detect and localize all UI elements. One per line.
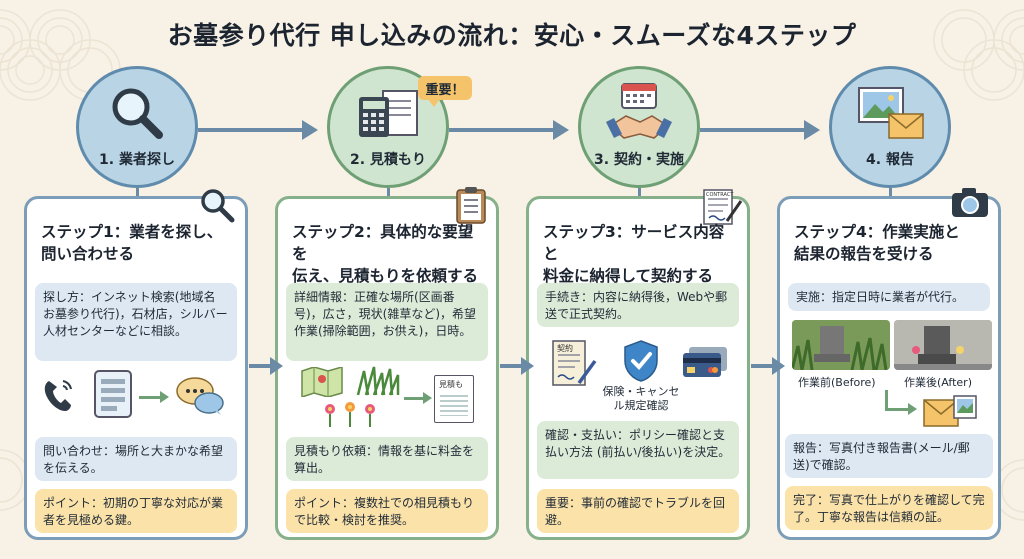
step3-card: CONTRACT ステップ3：サービス内容と 料金に納得して契約する 手続き：内…: [526, 189, 750, 540]
step2-heading: ステップ2：具体的な要望を 伝え、見積もりを依頼する: [292, 221, 484, 287]
contract-label: 契約: [557, 344, 573, 353]
step1-heading: ステップ1：業者を探し、 問い合わせる: [41, 221, 233, 265]
photo-mail-icon: [853, 81, 927, 145]
step4-heading: ステップ4：作業実施と 結果の報告を受ける: [794, 221, 986, 265]
handshake-icon: [604, 81, 674, 145]
step2-flow-arrow: [404, 392, 432, 404]
down-arrow: [885, 390, 888, 410]
step2-point-box: ポイント：複数社での相見積もりで比較・検討を推奨。: [286, 489, 488, 533]
card-arrow-2: [500, 357, 534, 375]
flow-line-2: [449, 128, 557, 132]
contract-signing-icon: 契約: [551, 339, 597, 391]
connector-3: [638, 188, 641, 200]
step1-heading-line2: 問い合わせる: [41, 245, 135, 263]
step4-circle: 4. 報告: [829, 66, 951, 188]
estimate-doc-lines: [440, 392, 468, 416]
step2-heading-line2: 伝え、見積もりを依頼する: [292, 267, 479, 285]
step1-flow-arrow: [139, 391, 169, 403]
step1-card: ステップ1：業者を探し、 問い合わせる 探し方：インネット検索(地域名 お墓参り…: [24, 189, 248, 540]
after-photo: [894, 320, 992, 370]
report-mail-icon: [922, 392, 978, 434]
flow-arrow-1: [302, 120, 318, 140]
step4-heading-line1: ステップ4：作業実施と: [794, 223, 960, 241]
map-icon: [300, 366, 344, 401]
step4-execution-box: 実施：指定日時に業者が代行。: [788, 283, 990, 311]
flowers-icon: [320, 399, 380, 433]
step3-circle-label: 3. 契約・実施: [594, 152, 684, 168]
insurance-caption: 保険・キャンセル規定確認: [602, 385, 680, 412]
step4-complete-box: 完了：写真で仕上がりを確認して完了。丁寧な報告は信頼の証。: [785, 486, 993, 530]
flow-arrow-3: [804, 120, 820, 140]
after-caption: 作業後(After): [904, 376, 972, 389]
grass-icon: [356, 365, 400, 401]
step1-point-box: ポイント：初期の丁寧な対応が業者を見極める鍵。: [35, 489, 237, 533]
step4-report-box: 報告：写真付き報告書(メール/郵送)で確認。: [785, 434, 993, 478]
step1-circle-label: 1. 業者探し: [99, 152, 175, 168]
step1-circle: 1. 業者探し: [76, 66, 198, 188]
step3-important-box: 重要：事前の確認でトラブルを回避。: [537, 489, 739, 533]
before-photo: [792, 320, 890, 370]
web-form-icon: [93, 369, 133, 423]
speech-bubbles-icon: [175, 375, 225, 421]
step1-inquiry-box: 問い合わせ：場所と大まかな希望を伝える。: [35, 437, 237, 481]
step3-procedure-box: 手続き：内容に納得後，Webや郵送で正式契約。: [537, 283, 739, 327]
shield-check-icon: [621, 339, 661, 387]
estimate-doc-icon: 見積も: [434, 375, 474, 423]
flow-line-3: [700, 128, 808, 132]
card-arrow-1: [249, 357, 283, 375]
before-caption: 作業前(Before): [798, 376, 876, 389]
phone-icon: [41, 377, 75, 419]
flow-arrow-2: [553, 120, 569, 140]
step2-estimate-box: 見積もり依頼：情報を基に料金を算出。: [286, 437, 488, 481]
connector-1: [136, 188, 139, 200]
important-badge: 重要！: [418, 76, 472, 107]
camera-icon: [950, 185, 990, 223]
estimate-doc-label: 見積も: [439, 380, 463, 389]
card-arrow-3: [751, 357, 785, 375]
step3-heading-line1: ステップ3：サービス内容と: [543, 223, 725, 263]
magnifier-small-icon: [197, 185, 237, 229]
page-title: お墓参り代行 申し込みの流れ：安心・スムーズな4ステップ: [167, 21, 857, 50]
contract-top-label: CONTRACT: [706, 192, 734, 198]
step2-details-box: 詳細情報：正確な場所(区画番号)，広さ，現状(雑草など)，希望作業(掃除範囲，お…: [286, 283, 488, 361]
contract-doc-icon: CONTRACT: [701, 187, 743, 231]
calculator-icon: [353, 81, 423, 145]
step3-heading-line2: 料金に納得して契約する: [543, 267, 714, 285]
step4-heading-line2: 結果の報告を受ける: [794, 245, 934, 263]
step2-heading-line1: ステップ2：具体的な要望を: [292, 223, 474, 263]
step2-circle-label: 2. 見積もり: [350, 152, 426, 168]
connector-4: [889, 188, 892, 200]
step1-search-box: 探し方：インネット検索(地域名 お墓参り代行)，石材店，シルバー人材センターなど…: [35, 283, 237, 361]
flow-line-1: [198, 128, 306, 132]
step4-circle-label: 4. 報告: [866, 152, 914, 168]
credit-card-icon: [681, 345, 729, 385]
clipboard-icon: [454, 185, 488, 229]
step2-card: ステップ2：具体的な要望を 伝え、見積もりを依頼する 詳細情報：正確な場所(区画…: [275, 187, 499, 540]
step3-payment-box: 確認・支払い：ポリシー確認と支払い方法 (前払い/後払い)を決定。: [537, 421, 739, 479]
step3-circle: 3. 契約・実施: [578, 66, 700, 188]
step4-flow-arrow: [885, 403, 917, 415]
step3-heading: ステップ3：サービス内容と 料金に納得して契約する: [543, 221, 735, 287]
magnifier-icon: [107, 81, 167, 145]
connector-2: [387, 188, 390, 200]
step1-heading-line1: ステップ1：業者を探し、: [41, 223, 223, 241]
